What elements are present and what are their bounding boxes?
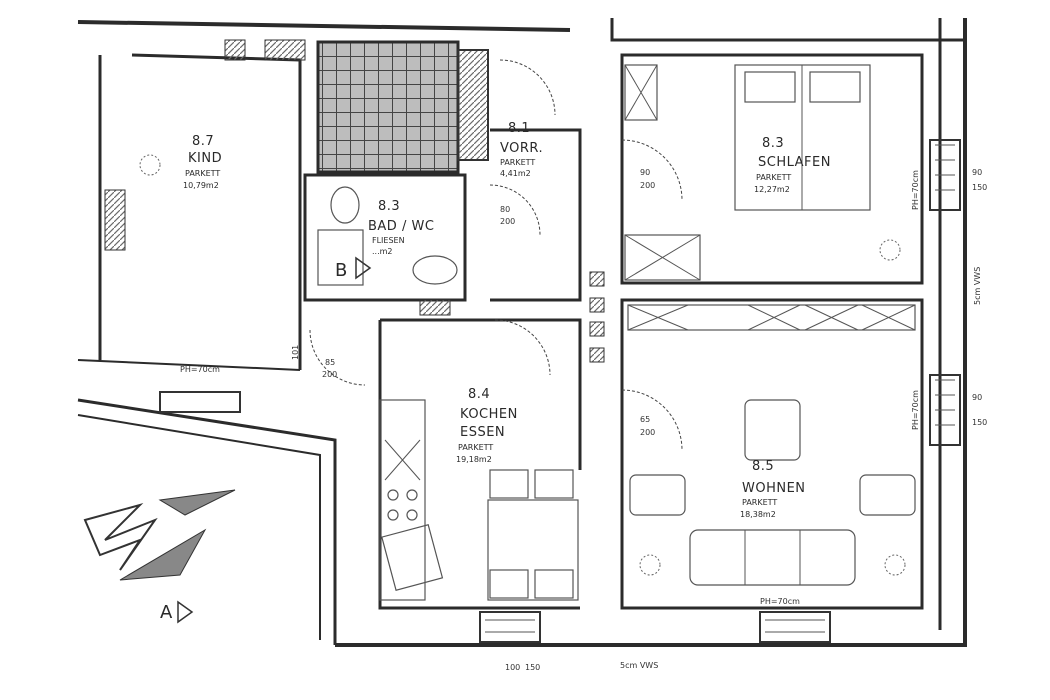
north-arrow-icon (83, 489, 236, 581)
bad-floor: FLIESEN (372, 236, 405, 245)
kind-name: KIND (188, 151, 222, 166)
bad-number: 8.3 (378, 199, 400, 214)
dimension-labels: 85 200 80 200 90 200 65 200 90 150 90 15… (180, 168, 987, 672)
schlafen-name: SCHLAFEN (758, 155, 831, 170)
room-kind (104, 39, 306, 370)
wohnen-floor: PARKETT (742, 498, 777, 507)
schlafen-floor: PARKETT (756, 173, 791, 182)
dim-wall-vws-right: 5cm VWS (973, 267, 982, 305)
dim-door-80: 80 (500, 205, 510, 214)
kochen-name: KOCHEN (460, 407, 518, 422)
label-kind: 8.7 KIND PARKETT 10,79m2 (183, 134, 222, 190)
section-b-label: B (335, 260, 347, 281)
dim-door-65: 65 (640, 415, 650, 424)
plant-icons (139, 154, 906, 576)
room-wohnen (620, 298, 961, 610)
small-shafts (589, 271, 605, 363)
dim-window-150c: 150 (525, 663, 540, 672)
schlafen-area: 12,27m2 (754, 185, 790, 194)
dim-101: 101 (291, 345, 300, 360)
kind-floor: PARKETT (185, 169, 220, 178)
dim-door-80-h: 200 (500, 217, 515, 226)
dim-sill-wohnen-bottom: PH=70cm (760, 597, 800, 606)
dim-door-90-h: 200 (640, 181, 655, 190)
room-kochen (309, 318, 582, 610)
kochen-number: 8.4 (468, 387, 490, 402)
room-bad (303, 173, 467, 316)
bad-name: BAD / WC (368, 219, 434, 234)
wohnen-name: WOHNEN (742, 481, 806, 496)
vorr-floor: PARKETT (500, 158, 535, 167)
label-wohnen: 8.5 WOHNEN PARKETT 18,38m2 (740, 459, 806, 519)
kind-area: 10,79m2 (183, 181, 219, 190)
dim-window-90b: 90 (972, 393, 982, 402)
dim-door-90: 90 (640, 168, 650, 177)
dim-window-100: 100 (505, 663, 520, 672)
wohnen-number: 8.5 (752, 459, 774, 474)
dim-sill-schlafen: PH=70cm (911, 170, 920, 210)
label-kochen: 8.4 KOCHEN ESSEN PARKETT 19,18m2 (456, 387, 518, 464)
vorr-number: 8.1 (508, 121, 530, 136)
room-schlafen (620, 53, 961, 285)
label-schlafen: 8.3 SCHLAFEN PARKETT 12,27m2 (754, 136, 831, 194)
dim-window-90: 90 (972, 168, 982, 177)
label-bad: 8.3 BAD / WC FLIESEN ...m2 (368, 199, 434, 256)
dim-wall-vws: 5cm VWS (620, 661, 658, 670)
wohnen-area: 18,38m2 (740, 510, 776, 519)
kochen-area: 19,18m2 (456, 455, 492, 464)
vorr-name: VORR. (500, 141, 543, 156)
dim-sill-wohnen: PH=70cm (911, 390, 920, 430)
exterior-walls (77, 18, 967, 647)
dim-window-150b: 150 (972, 418, 987, 427)
installation-shaft (316, 40, 489, 174)
vorr-area: 4,41m2 (500, 169, 531, 178)
kochen-name2: ESSEN (460, 425, 505, 440)
dim-sill-kind: PH=70cm (180, 365, 220, 374)
kochen-floor: PARKETT (458, 443, 493, 452)
dim-door-85: 85 (325, 358, 335, 367)
label-vorr: 8.1 VORR. PARKETT 4,41m2 (500, 121, 543, 178)
kind-number: 8.7 (192, 134, 214, 149)
schlafen-number: 8.3 (762, 136, 784, 151)
dim-door-65-h: 200 (640, 428, 655, 437)
bad-area: ...m2 (372, 247, 393, 256)
section-markers: A B (160, 256, 372, 624)
dim-window-150: 150 (972, 183, 987, 192)
section-a-label: A (160, 602, 173, 623)
room-vorr (489, 59, 582, 302)
bottom-windows (159, 391, 831, 643)
dim-door-85-h: 200 (322, 370, 337, 379)
